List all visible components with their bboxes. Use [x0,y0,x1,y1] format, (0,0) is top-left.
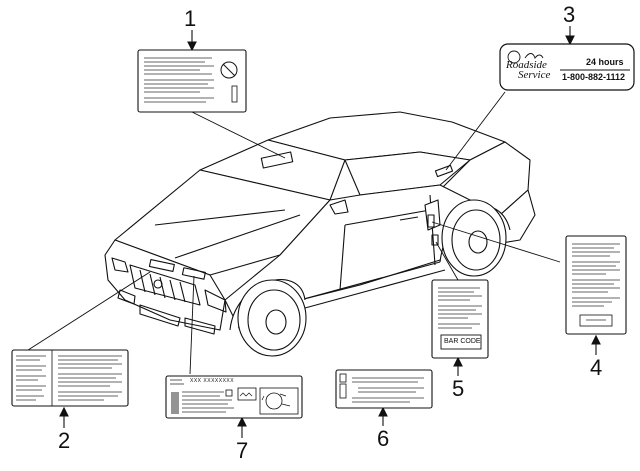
roadside-logo-text: Roadside Service [506,59,562,81]
callout-number-6: 6 [377,426,390,451]
label-1-card [137,49,247,113]
label-6-card [335,369,433,409]
label-3-roadside-card [499,43,635,91]
tire-label-header: XXX XXXXXXXX [190,378,235,384]
roadside-logo-line1: Roadside [506,59,547,71]
callout-number-2: 2 [58,428,71,453]
barcode-text: BAR CODE [444,338,481,345]
label-4-card [565,235,627,335]
callout-number-5: 5 [452,376,465,401]
callout-arrows [59,26,601,438]
label-2-card [11,349,129,407]
leader-lines [24,91,561,375]
callout-number-1: 1 [184,6,197,31]
roadside-phone: 1-800-882-1112 [562,72,626,82]
callout-number-4: 4 [590,355,603,380]
car-outline [104,111,536,357]
roadside-logo-line2: Service [518,69,551,81]
label-7-tire-card [165,375,303,419]
callout-number-7: 7 [236,438,249,463]
label-5-barcode-card [431,279,489,359]
roadside-hours: 24 hours [586,57,624,67]
callout-number-3: 3 [563,2,576,27]
